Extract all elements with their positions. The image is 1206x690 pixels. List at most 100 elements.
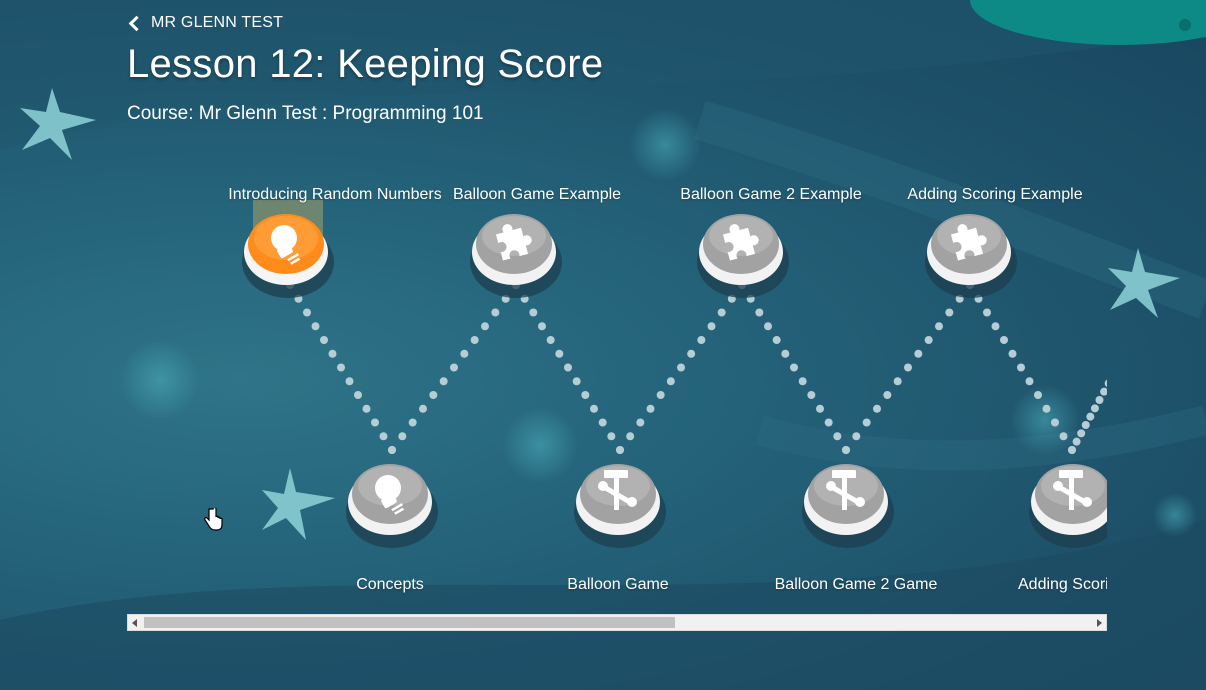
path-dot [991, 322, 1000, 331]
path-dot [371, 418, 379, 427]
path-dot [491, 308, 500, 317]
path-dot [555, 349, 564, 358]
path-dot [470, 336, 479, 344]
path-dot [1090, 404, 1099, 413]
path-dot [945, 308, 954, 317]
path-dot [1100, 387, 1107, 396]
path-dot [636, 418, 645, 427]
path-dot [781, 349, 790, 358]
node-label: Introducing Random Numbers [228, 186, 442, 203]
page-title: Lesson 12: Keeping Score [127, 42, 604, 86]
path-dot [1051, 418, 1059, 427]
chevron-left-icon [128, 15, 145, 31]
path-dot [408, 418, 417, 427]
node-adding-scoring-game[interactable] [1025, 450, 1107, 550]
path-dot [1034, 391, 1042, 399]
path-dot [337, 363, 345, 372]
path-dot [450, 363, 458, 372]
puzzle-icon [925, 214, 1017, 298]
path-dot [924, 336, 933, 344]
path-dot [388, 446, 396, 454]
path-dot [883, 391, 892, 399]
path-dot [914, 349, 923, 358]
path-dot [852, 432, 861, 441]
path-dot [1095, 396, 1104, 404]
path-dot [1042, 404, 1051, 413]
path-dot [1059, 432, 1068, 441]
back-link-label: MR GLENN TEST [151, 14, 284, 31]
path-dot [833, 432, 842, 441]
path-dot [419, 404, 427, 413]
path-dot [687, 349, 696, 358]
path-dot [772, 336, 781, 344]
node-balloon-game-2-game[interactable] [798, 450, 898, 550]
back-to-course-link[interactable]: MR GLENN TEST [128, 14, 283, 32]
path-dot [345, 377, 354, 386]
path-dot [1086, 412, 1095, 421]
path-dot [904, 363, 912, 372]
node-balloon-game-example[interactable] [466, 200, 566, 300]
path-dot [1000, 336, 1008, 344]
scroll-right-arrow-icon[interactable] [1097, 619, 1102, 627]
node-balloon-game-2-example[interactable] [693, 200, 793, 300]
path-dot [893, 377, 902, 386]
path-dot [764, 322, 772, 331]
node-introducing-random-numbers[interactable] [238, 200, 338, 300]
path-dot [824, 418, 833, 427]
course-subtitle: Course: Mr Glenn Test : Programming 101 [127, 103, 484, 124]
puzzle-icon [697, 214, 789, 298]
hand-cursor-icon [204, 508, 223, 531]
path-dot [354, 391, 362, 399]
path-dot [755, 308, 764, 317]
node-balloon-game[interactable] [570, 450, 670, 550]
path-dot [790, 363, 798, 372]
path-dot [873, 404, 881, 413]
path-dot [807, 391, 816, 399]
path-dot [303, 308, 311, 317]
node-adding-scoring-example[interactable] [921, 200, 1021, 300]
horizontal-scrollbar[interactable] [127, 614, 1107, 631]
path-dot [1081, 421, 1090, 429]
path-dot [656, 391, 665, 399]
path-dot [707, 322, 716, 331]
puzzle-icon [470, 214, 562, 298]
path-dot [1017, 363, 1025, 372]
path-dot [616, 446, 624, 454]
path-dot [572, 377, 581, 386]
path-dot [328, 349, 337, 358]
path-dot [538, 322, 546, 331]
path-dot [564, 363, 572, 372]
path-dot [1104, 379, 1107, 387]
tools-icon [574, 464, 666, 548]
path-dot [677, 363, 685, 372]
node-concepts[interactable] [342, 450, 442, 550]
path-dot [816, 404, 824, 413]
path-dot [983, 308, 991, 317]
path-dot [379, 432, 388, 441]
node-label: Balloon Game 2 Game [774, 576, 938, 593]
path-dot [646, 404, 655, 413]
path-dot [862, 418, 871, 427]
path-dot [598, 418, 607, 427]
lesson-path-scroller[interactable]: Introducing Random Numbers Concepts Ball… [127, 160, 1107, 610]
scrollbar-thumb[interactable] [144, 617, 675, 628]
path-dot [626, 432, 635, 441]
tools-icon [802, 464, 894, 548]
path-dot [842, 446, 850, 454]
tools-icon [1029, 464, 1107, 548]
path-dot [546, 336, 555, 344]
node-label: Balloon Game 2 Example [680, 186, 862, 203]
path-dot [581, 391, 590, 399]
path-dot [481, 322, 489, 331]
lightbulb-icon [346, 464, 438, 548]
path-dot [1077, 429, 1086, 438]
path-dot [935, 322, 943, 331]
path-dot [590, 404, 598, 413]
path-dot [320, 336, 328, 344]
path-dot [398, 432, 407, 441]
scroll-left-arrow-icon[interactable] [132, 619, 137, 627]
path-dot [798, 377, 807, 386]
node-label: Adding Scori [1018, 576, 1107, 593]
path-dot [362, 404, 371, 413]
path-dot [607, 432, 616, 441]
